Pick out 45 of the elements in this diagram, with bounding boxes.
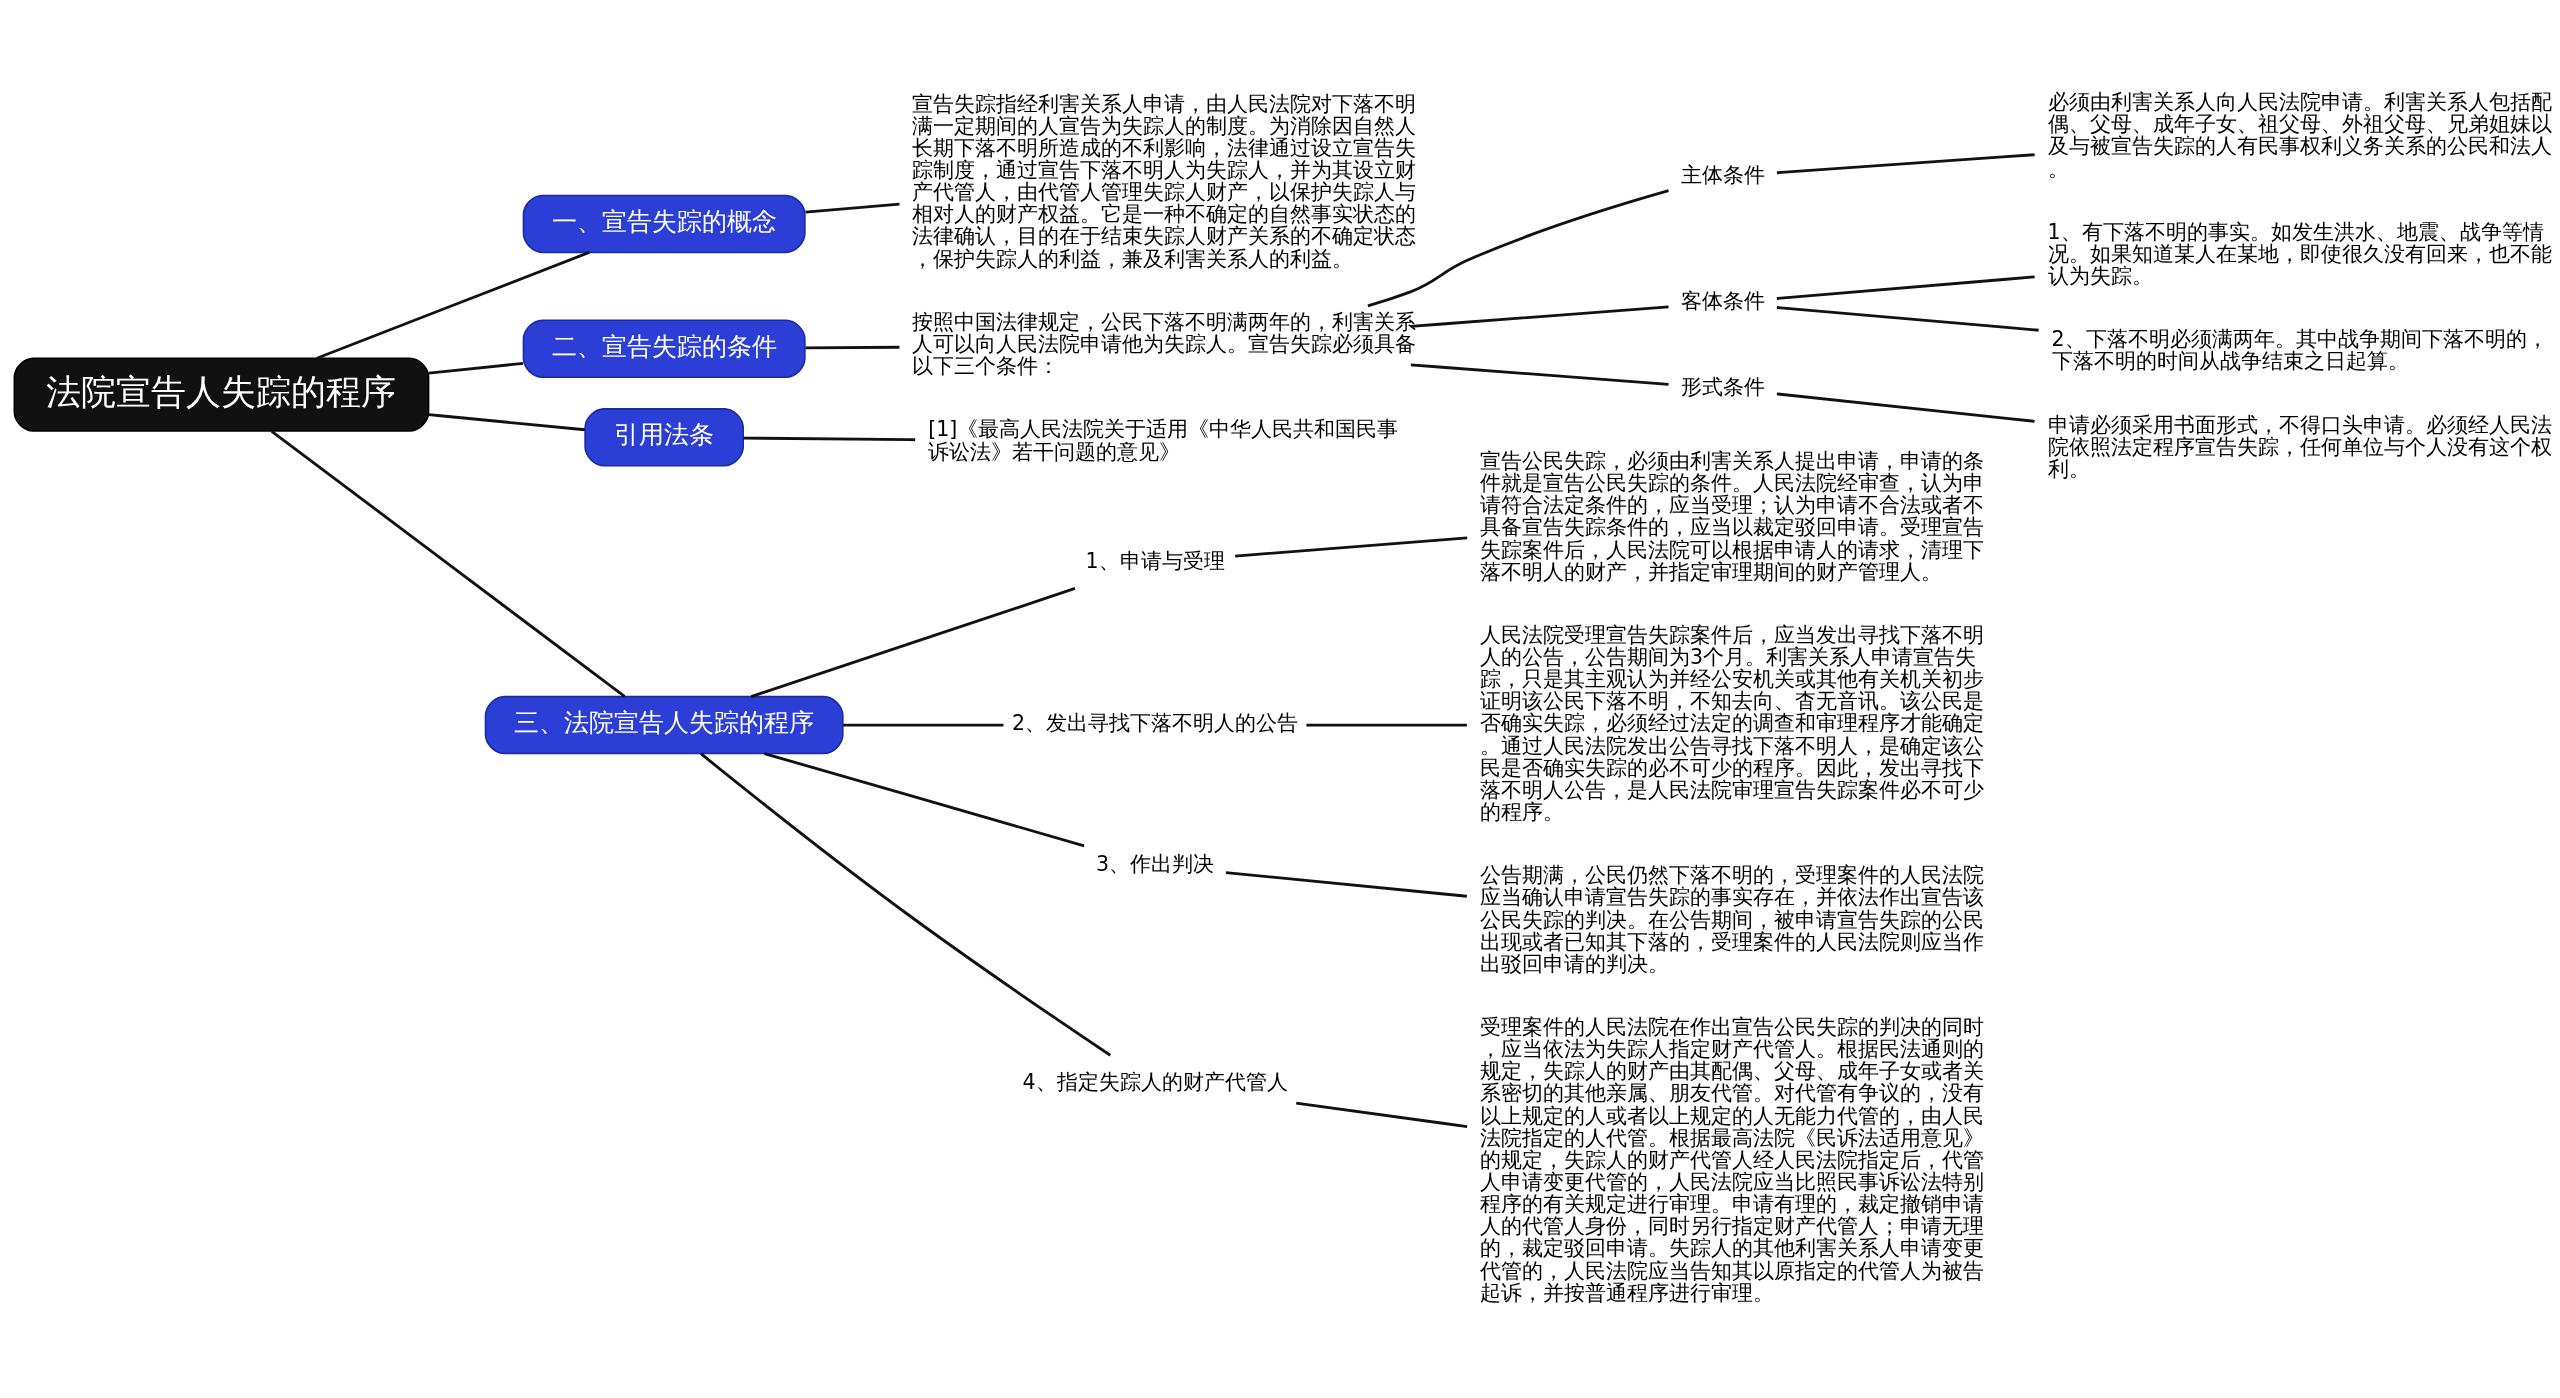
connector xyxy=(428,361,524,375)
node-text: 主体条件 xyxy=(1680,162,1765,187)
node-box: 一、宣告失踪的概念 xyxy=(522,194,806,254)
node-text: 宣告失踪指经利害关系人申请，由人民法院对下落不明满一定期间的人宣告为失踪人的制度。为消除因自然人长期下落不明所造成的不利影响，法律通过设立宣告失踪制度，通过宣告下落不明人为失踪人，并为其设立财产代管人，由代管人管理失踪人财产，以保护失踪人与相对人的财产权益。它是一种不确定的自然事实状态的法律确认，目的在于结束失踪人财产关系的不确定状态，保护失踪人的利益，兼及利害关系人的利益。 xyxy=(912,91,1417,271)
connector xyxy=(750,587,1076,698)
connector xyxy=(1776,275,2035,300)
node-text: 1、申请与受理 xyxy=(1085,548,1225,573)
node-text: 申请必须采用书面形式，不得口头申请。必须经人民法院依照法定程序宣告失踪，任何单位与个人没有这个权利。 xyxy=(2047,412,2552,481)
node-text: [1]《最高人民法院关于适用《中华人民共和国民事诉讼法》若干问题的意见》 xyxy=(928,417,1399,464)
node-box: 二、宣告失踪的条件 xyxy=(522,319,806,379)
connector xyxy=(1410,305,1669,328)
node-text: 必须由利害关系人向人民法院申请。利害关系人包括配偶、父母、成年子女、祖父母、外祖父母、兄弟姐妹以及与被宣告失踪的人有民事权利义务关系的公民和法人。 xyxy=(2047,90,2552,181)
node-text: 4、指定失踪人的财产代管人 xyxy=(1022,1070,1288,1095)
connector xyxy=(1776,306,2039,332)
node-text: 客体条件 xyxy=(1680,289,1765,314)
node-text: 按照中国法律规定，公民下落不明满两年的，利害关系人可以向人民法院申请他为失踪人。宣告失踪必须具备以下三个条件： xyxy=(912,309,1417,379)
connector xyxy=(700,752,1112,1057)
connector xyxy=(270,430,626,698)
node-text: 形式条件 xyxy=(1680,374,1765,399)
connector xyxy=(805,345,900,350)
connector xyxy=(1367,189,1669,308)
connector xyxy=(843,723,1004,727)
connector xyxy=(1410,363,1669,386)
connector xyxy=(1296,1101,1468,1129)
connector xyxy=(764,752,1085,848)
node-text: 公告期满，公民仍然下落不明的，受理案件的人民法院应当确认申请宣告失踪的事实存在，并依法作出宣告该公民失踪的判决。在公告期间，被申请宣告失踪的公民出现或者已知其下落的，受理案件的人民法院则应当作出驳回申请的判决。 xyxy=(1480,863,1985,976)
connector xyxy=(316,251,590,360)
connector xyxy=(1776,153,2035,175)
node-box: 法院宣告人失踪的程序 xyxy=(13,357,430,432)
connector xyxy=(428,413,585,432)
node-text: 3、作出判决 xyxy=(1096,852,1215,877)
connector xyxy=(805,202,900,214)
connector xyxy=(1306,723,1467,727)
node-text: 2、下落不明必须满两年。其中战争期间下落不明的，下落不明的时间从战争结束之日起算。 xyxy=(2051,327,2548,374)
node-text: 2、发出寻找下落不明人的公告 xyxy=(1012,711,1299,736)
node-text: 1、有下落不明的事实。如发生洪水、地震、战争等情况。如果知道某人在某地，即使很久没有回来，也不能认为失踪。 xyxy=(2047,219,2552,289)
node-text: 人民法院受理宣告失踪案件后，应当发出寻找下落不明人的公告，公告期间为3个月。利害关系人申请宣告失踪，只是其主观认为并经公安机关或其他有关机关初步证明该公民下落不明，不知去向、杳无音讯。该公民是否确实失踪，必须经过法定的调查和审理程序才能确定。通过人民法院发出公告寻找下落不明人，是确定该公民是否确实失踪的必不可少的程序。因此，发出寻找下落不明人公告，是人民法院审理宣告失踪案件必不可少的程序。 xyxy=(1480,622,1985,825)
node-text: 宣告公民失踪，必须由利害关系人提出申请，申请的条件就是宣告公民失踪的条件。人民法院经审查，认为申请符合法定条件的，应当受理；认为申请不合法或者不具备宣告失踪条件的，应当以裁定驳回申请。受理宣告失踪案件后，人民法院可以根据申请人的请求，清理下落不明人的财产，并指定审理期间的财产管理人。 xyxy=(1480,449,1985,584)
connector xyxy=(1235,536,1468,558)
node-text: 受理案件的人民法院在作出宣告公民失踪的判决的同时，应当依法为失踪人指定财产代管人。根据民法通则的规定，失踪人的财产由其配偶、父母、成年子女或者关系密切的其他亲属、朋友代管。对代管有争议的，没有以上规定的人或者以上规定的人无能力代管的，由人民法院指定的人代管。根据最高法院《民诉法适用意见》的规定，失踪人的财产代管人经人民法院指定后，代管人申请变更代管的，人民法院应当比照民事诉讼法特别程序的有关规定进行审理。申请有理的，裁定撤销申请人的代管人身份，同时另行指定财产代管人；申请无理的，裁定驳回申请。失踪人的其他利害关系人申请变更代管的，人民法院应当告知其以原指定的代管人为被告起诉，并按普通程序进行审理。 xyxy=(1480,1015,1985,1305)
connector xyxy=(1776,392,2035,423)
node-box: 三、法院宣告人失踪的程序 xyxy=(484,695,844,755)
node-box: 引用法条 xyxy=(584,408,744,467)
connector xyxy=(743,436,916,442)
connector xyxy=(1225,871,1467,898)
